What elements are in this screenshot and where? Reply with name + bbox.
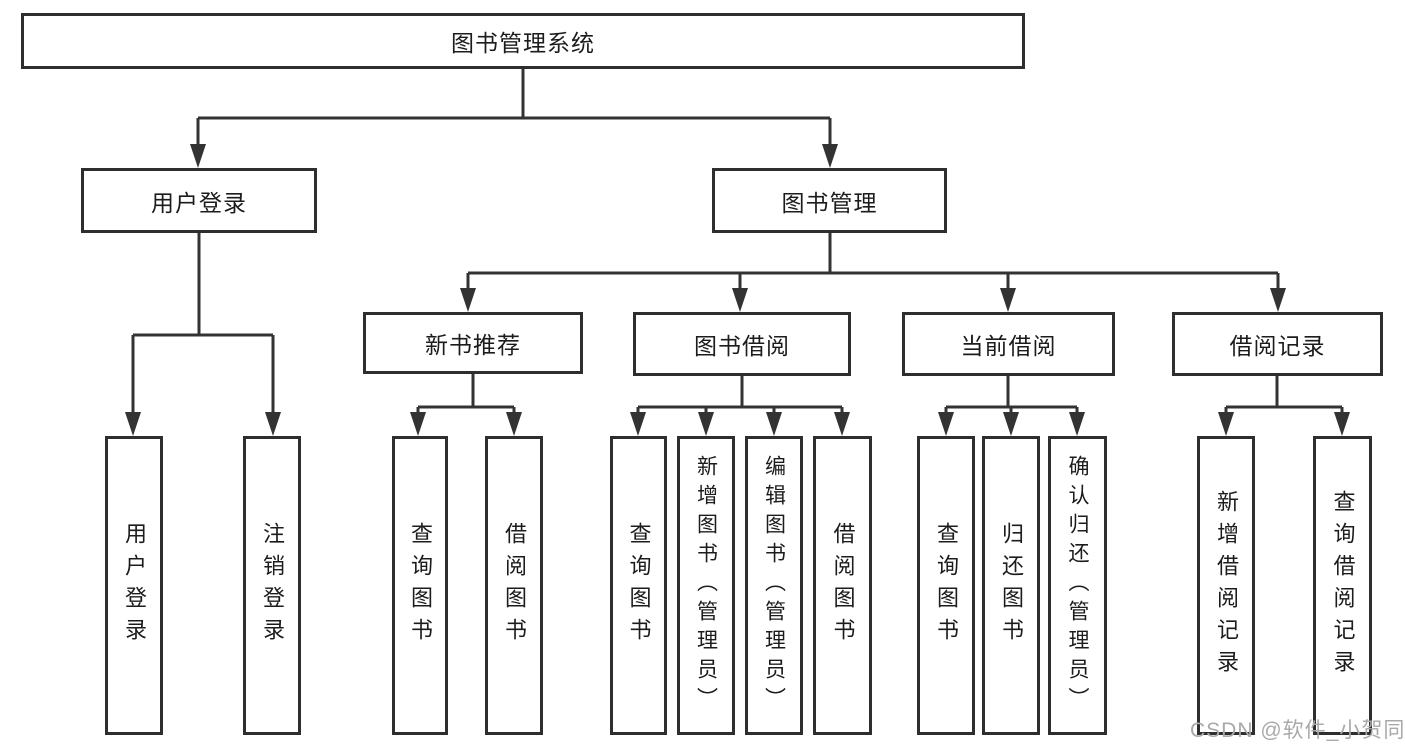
node-root-title: 图书管理系统 (21, 13, 1025, 69)
leaf-add-books-admin: 新增图书（管理员） (677, 436, 735, 735)
leaf-add-borrow-record: 新增借阅记录 (1197, 436, 1255, 735)
leaf-confirm-return-admin: 确认归还（管理员） (1048, 436, 1107, 735)
node-book-borrowing: 图书借阅 (633, 312, 851, 376)
leaf-logout: 注销登录 (243, 436, 301, 735)
node-book-management: 图书管理 (712, 168, 947, 233)
leaf-user-login: 用户登录 (105, 436, 163, 735)
node-borrowing-records: 借阅记录 (1172, 312, 1383, 376)
leaf-borrow-books: 借阅图书 (813, 436, 872, 735)
leaf-query-books-recommend: 查询图书 (392, 436, 448, 735)
leaf-return-books: 归还图书 (982, 436, 1040, 735)
arrowheads (125, 144, 1350, 436)
leaf-query-borrow-record: 查询借阅记录 (1313, 436, 1372, 735)
leaf-edit-books-admin: 编辑图书（管理员） (745, 436, 803, 735)
leaf-query-books-borrow: 查询图书 (610, 436, 667, 735)
leaf-query-books-current: 查询图书 (917, 436, 975, 735)
node-current-borrowing: 当前借阅 (902, 312, 1115, 376)
node-new-book-recommendation: 新书推荐 (363, 312, 583, 374)
leaf-borrow-books-recommend: 借阅图书 (485, 436, 543, 735)
node-user-login: 用户登录 (81, 168, 317, 233)
csdn-watermark: CSDN @软件_小贺同学 (1190, 719, 1405, 742)
